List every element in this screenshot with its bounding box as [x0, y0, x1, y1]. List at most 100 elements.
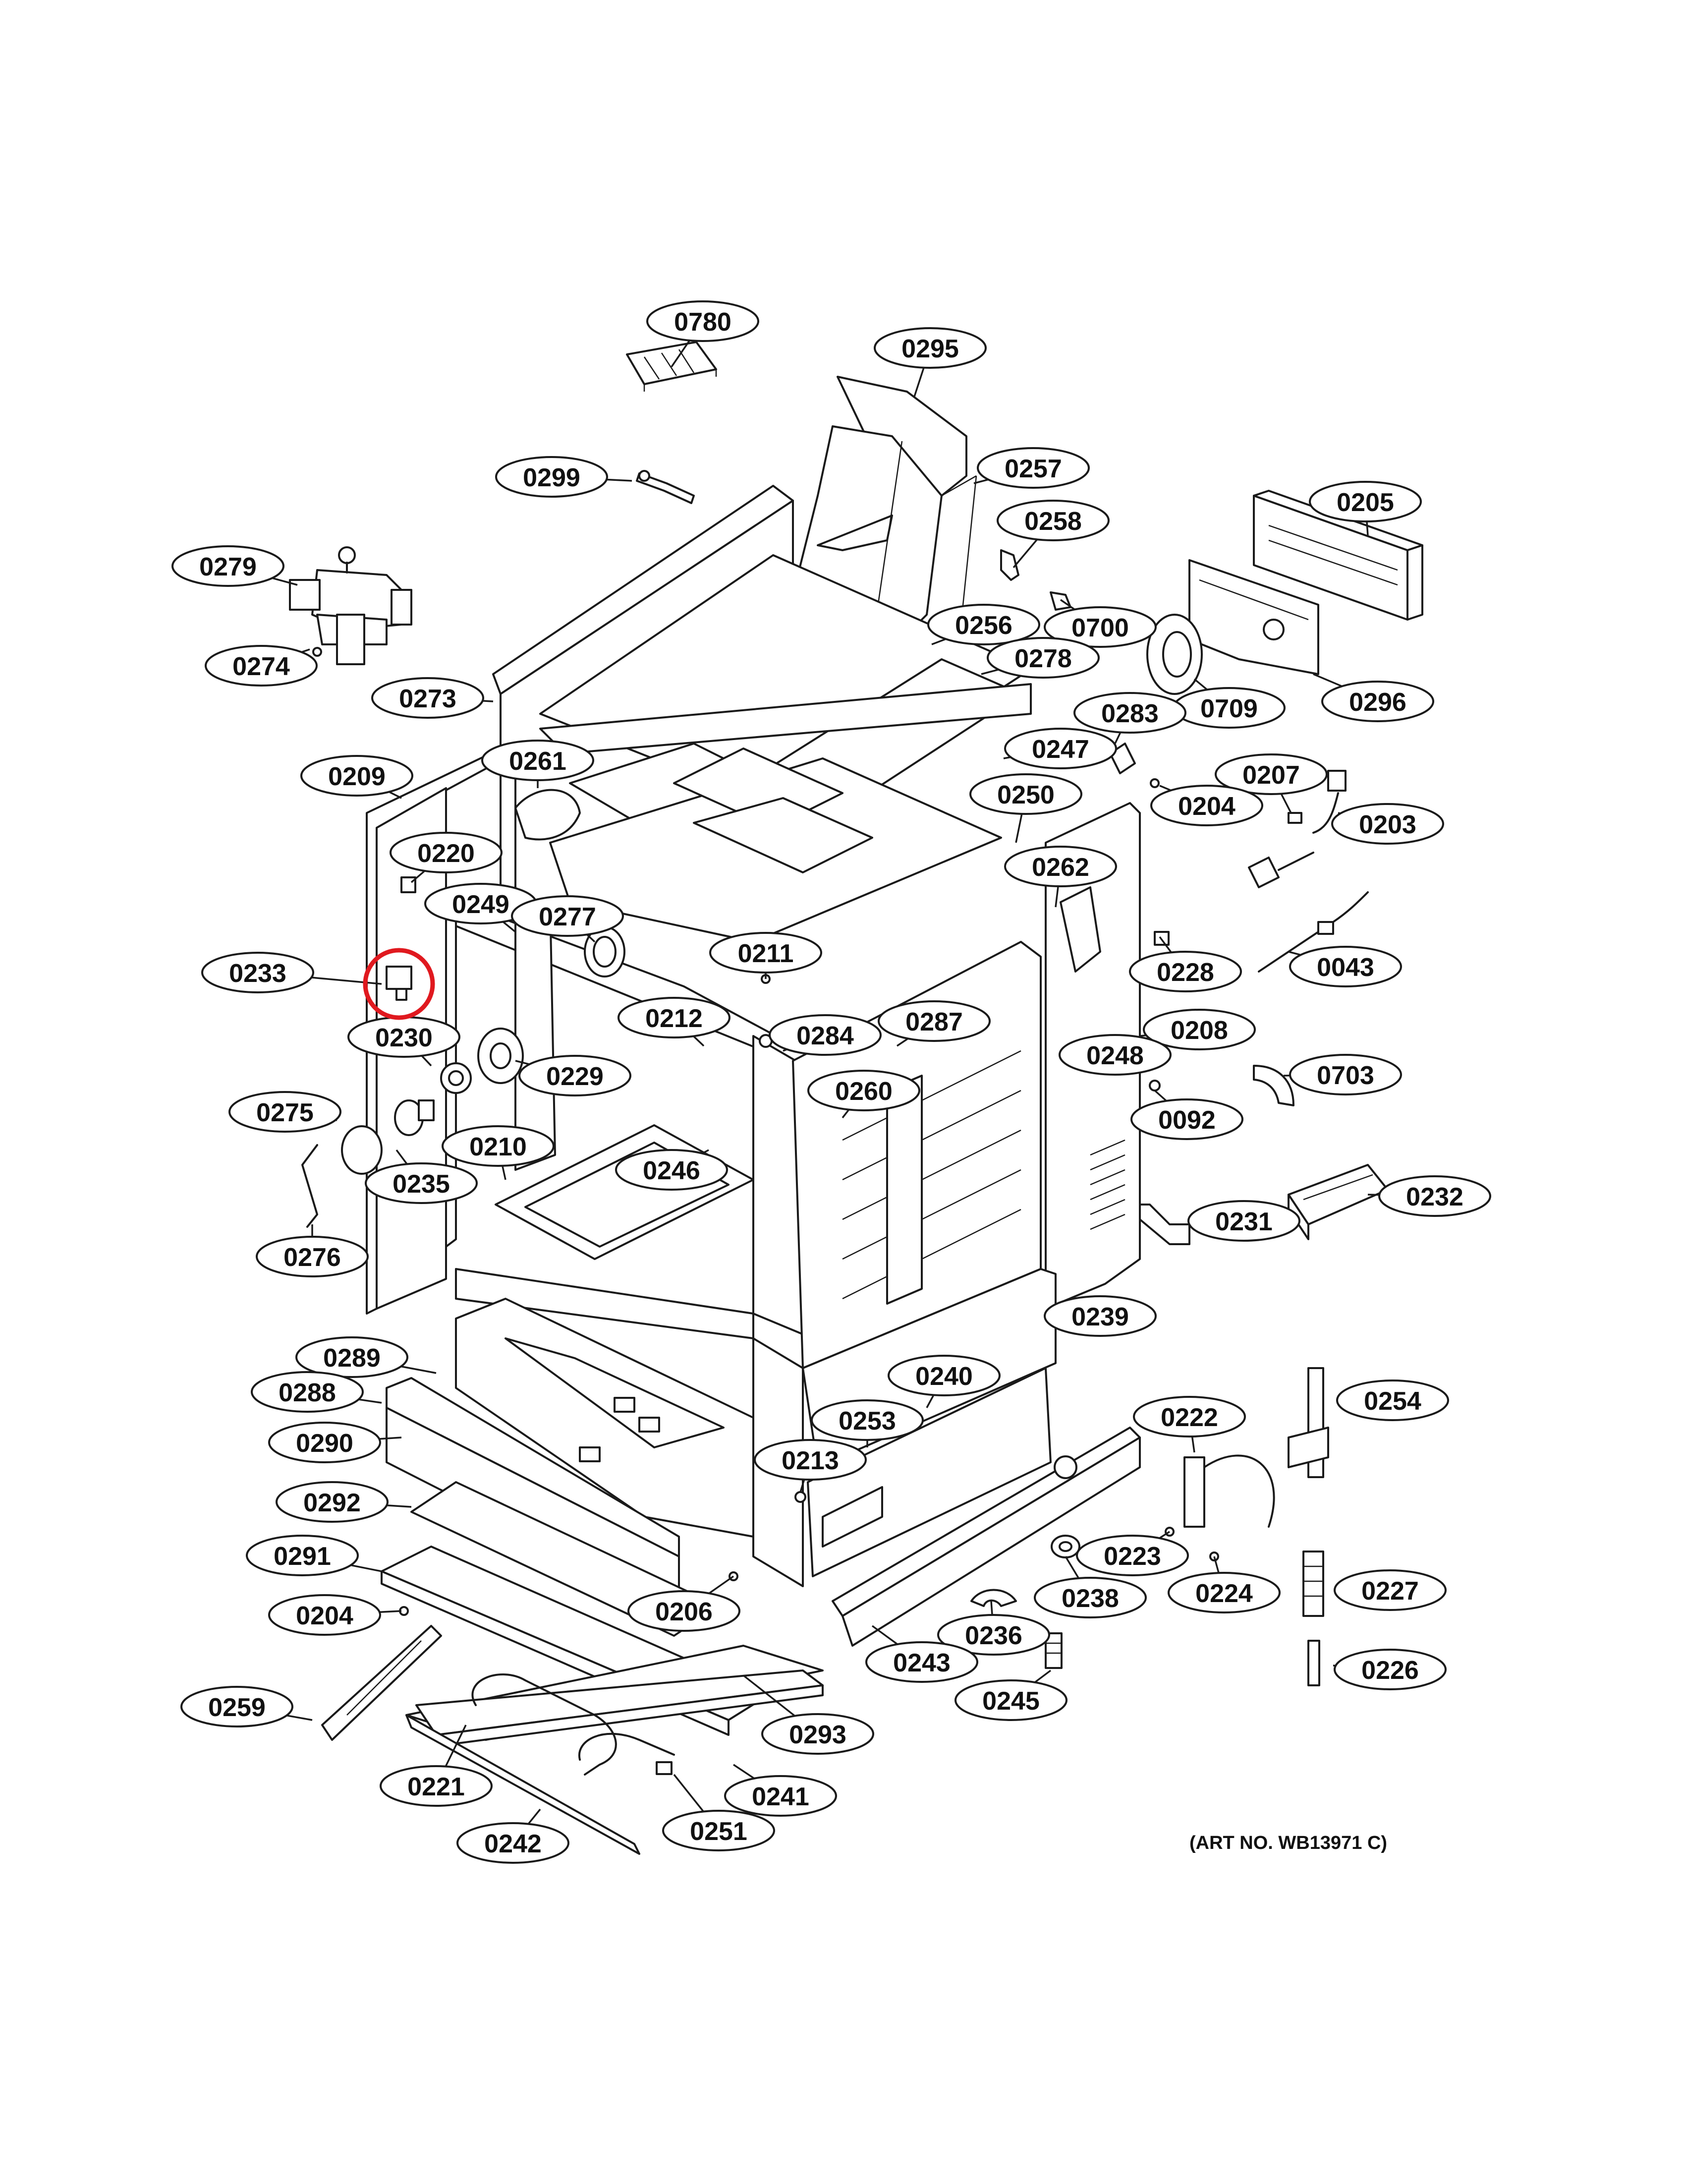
callout-0292[interactable]: 0292: [276, 1481, 412, 1523]
callout-0283[interactable]: 0283: [1073, 692, 1186, 744]
callout-0293[interactable]: 0293: [742, 1674, 874, 1755]
callout-0257[interactable]: 0257: [973, 447, 1090, 489]
callout-label: 0254: [1364, 1387, 1421, 1416]
callout-0203[interactable]: 0203: [1331, 803, 1444, 845]
leader-line: [708, 1575, 734, 1594]
callout-oval: [1334, 1569, 1447, 1611]
callout-oval: [1289, 946, 1402, 987]
callout-0206[interactable]: 0206: [627, 1575, 740, 1632]
part-0279-drawing: [289, 546, 412, 665]
callout-0289[interactable]: 0289: [295, 1336, 437, 1378]
part-0092-drawing: [1149, 1080, 1161, 1092]
callout-0242[interactable]: 0242: [456, 1808, 569, 1864]
callout-0251[interactable]: 0251: [662, 1774, 775, 1851]
callout-0295[interactable]: 0295: [874, 327, 987, 397]
callout-0277[interactable]: 0277: [511, 895, 624, 943]
callout-0261[interactable]: 0261: [481, 740, 594, 788]
callout-0259[interactable]: 0259: [180, 1686, 313, 1727]
callout-0256[interactable]: 0256: [927, 604, 1040, 645]
leader-line: [1193, 678, 1208, 690]
callout-label: 0262: [1032, 853, 1089, 882]
leader-line: [733, 1764, 755, 1780]
callout-0247[interactable]: 0247: [1003, 728, 1117, 769]
callout-0291[interactable]: 0291: [246, 1535, 382, 1576]
callout-0224[interactable]: 0224: [1168, 1556, 1281, 1613]
callout-0231[interactable]: 0231: [1187, 1200, 1300, 1242]
callout-label: 0239: [1071, 1303, 1129, 1331]
callout-0258[interactable]: 0258: [997, 500, 1110, 569]
callout-0250[interactable]: 0250: [969, 773, 1082, 843]
callout-0210[interactable]: 0210: [442, 1125, 555, 1180]
callout-oval: [1004, 728, 1117, 769]
callout-0092[interactable]: 0092: [1130, 1090, 1243, 1140]
callout-0273[interactable]: 0273: [371, 677, 494, 719]
callout-0284[interactable]: 0284: [769, 1014, 882, 1056]
callout-0278[interactable]: 0278: [981, 637, 1100, 679]
callout-0246[interactable]: 0246: [615, 1149, 728, 1191]
callout-0236[interactable]: 0236: [937, 1601, 1050, 1656]
callout-oval: [1129, 951, 1242, 992]
callout-0208[interactable]: 0208: [1139, 1009, 1256, 1050]
callout-0245[interactable]: 0245: [955, 1669, 1067, 1721]
callout-0700[interactable]: 0700: [1044, 599, 1157, 648]
callout-0260[interactable]: 0260: [807, 1070, 920, 1119]
callout-label: 0259: [208, 1693, 266, 1722]
part-0231-drawing: [1139, 1204, 1190, 1245]
callout-0232[interactable]: 0232: [1367, 1175, 1491, 1217]
callout-0213[interactable]: 0213: [754, 1439, 867, 1493]
callout-0220[interactable]: 0220: [390, 832, 503, 883]
callout-0212[interactable]: 0212: [618, 997, 730, 1047]
callout-0262[interactable]: 0262: [1004, 846, 1117, 908]
leader-line: [1191, 1436, 1195, 1453]
callout-0043[interactable]: 0043: [1288, 946, 1402, 987]
callout-oval: [1143, 1009, 1256, 1050]
callout-0223[interactable]: 0223: [1076, 1531, 1189, 1576]
callout-0241[interactable]: 0241: [724, 1764, 837, 1817]
callout-0204[interactable]: 0204: [1150, 785, 1263, 826]
callout-label: 0224: [1195, 1579, 1253, 1608]
callout-0227[interactable]: 0227: [1334, 1569, 1447, 1611]
part-0203-drawing: [1248, 770, 1347, 888]
callout-0228[interactable]: 0228: [1129, 936, 1242, 992]
callout-0239[interactable]: 0239: [1044, 1295, 1157, 1337]
leader-line: [1015, 813, 1023, 843]
callout-0248[interactable]: 0248: [1059, 1034, 1172, 1076]
callout-0205[interactable]: 0205: [1309, 481, 1422, 536]
callout-0253[interactable]: 0253: [811, 1399, 924, 1447]
callout-0229[interactable]: 0229: [515, 1055, 631, 1096]
callout-0235[interactable]: 0235: [365, 1149, 478, 1204]
callout-0211[interactable]: 0211: [709, 932, 822, 979]
callout-0204[interactable]: 0204: [268, 1594, 402, 1636]
callout-0299[interactable]: 0299: [495, 456, 632, 498]
callout-0290[interactable]: 0290: [268, 1422, 402, 1463]
callout-0287[interactable]: 0287: [878, 1000, 991, 1047]
callout-0230[interactable]: 0230: [347, 1016, 460, 1067]
callout-0276[interactable]: 0276: [256, 1224, 369, 1277]
callout-0222[interactable]: 0222: [1133, 1396, 1246, 1453]
callout-0238[interactable]: 0238: [1034, 1556, 1147, 1618]
callout-0240[interactable]: 0240: [888, 1355, 1001, 1408]
callout-0221[interactable]: 0221: [380, 1724, 493, 1807]
callout-oval: [1133, 1396, 1246, 1437]
callout-0296[interactable]: 0296: [1313, 673, 1434, 722]
part-0043-drawing: [1258, 891, 1369, 973]
callout-0249[interactable]: 0249: [424, 883, 537, 933]
callout-label: 0232: [1406, 1183, 1463, 1211]
callout-0209[interactable]: 0209: [300, 755, 413, 799]
callout-0288[interactable]: 0288: [251, 1371, 382, 1413]
callout-0233[interactable]: 0233: [201, 952, 382, 993]
callout-0207[interactable]: 0207: [1215, 753, 1328, 813]
callout-0254[interactable]: 0254: [1336, 1379, 1449, 1421]
callout-0279[interactable]: 0279: [171, 545, 298, 587]
callout-0275[interactable]: 0275: [228, 1091, 341, 1133]
callout-0780[interactable]: 0780: [646, 300, 759, 367]
callout-0703[interactable]: 0703: [1283, 1054, 1402, 1095]
callout-0226[interactable]: 0226: [1333, 1649, 1447, 1690]
callout-0243[interactable]: 0243: [865, 1625, 978, 1683]
callout-oval: [987, 637, 1100, 679]
part-0230-drawing: [440, 1062, 472, 1094]
leader-line: [1280, 793, 1292, 813]
callout-0274[interactable]: 0274: [205, 645, 318, 687]
leader-line: [515, 1060, 530, 1065]
